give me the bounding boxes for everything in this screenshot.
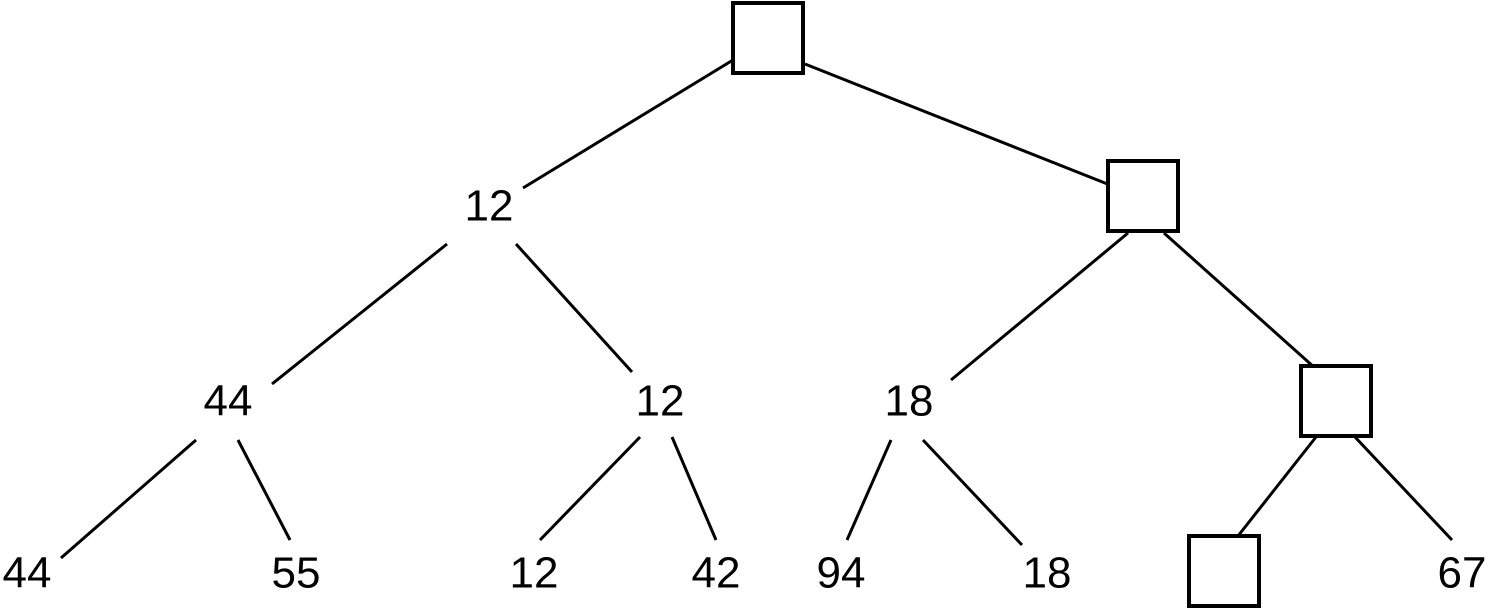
edge-18-leaf18 [921,438,1024,547]
edge-box-leafbox [1236,436,1318,537]
leaf-6-label: 18 [1023,549,1072,598]
edge-right-rightchild [1163,231,1316,370]
root-node-box [731,1,805,75]
leaf-8-label: 67 [1438,549,1487,598]
node-left-label: 12 [465,182,514,231]
edge-right-leftchild [950,231,1129,382]
edge-box-leaf67 [1353,435,1454,542]
right-right-node-box [1299,364,1373,438]
right-node-box [1106,159,1180,233]
edge-left-leftchild [271,242,448,386]
edge-44-leaf55 [236,439,292,541]
edge-44-leaf44 [60,438,197,560]
edge-root-left [522,58,734,190]
edge-left-rightchild [514,242,634,374]
leaf-4-label: 42 [692,549,741,598]
tree-edges [60,58,1454,560]
leaf-2-label: 55 [272,549,321,598]
node-right-left-label: 18 [885,377,934,426]
tree-boxes [731,1,1373,608]
node-left-right-label: 12 [636,377,685,426]
edge-18-leaf94 [845,439,893,541]
leaf-1-label: 44 [3,549,52,598]
edge-12-leaf12 [538,435,642,542]
leaf-7-box [1187,534,1261,608]
node-left-left-label: 44 [204,377,253,426]
edge-root-right [804,62,1111,187]
leaf-3-label: 12 [510,549,559,598]
edge-12-leaf42 [670,436,718,541]
leaf-5-label: 94 [817,549,866,598]
tree-labels: 12 44 12 18 44 55 12 42 94 18 67 [3,182,1487,598]
